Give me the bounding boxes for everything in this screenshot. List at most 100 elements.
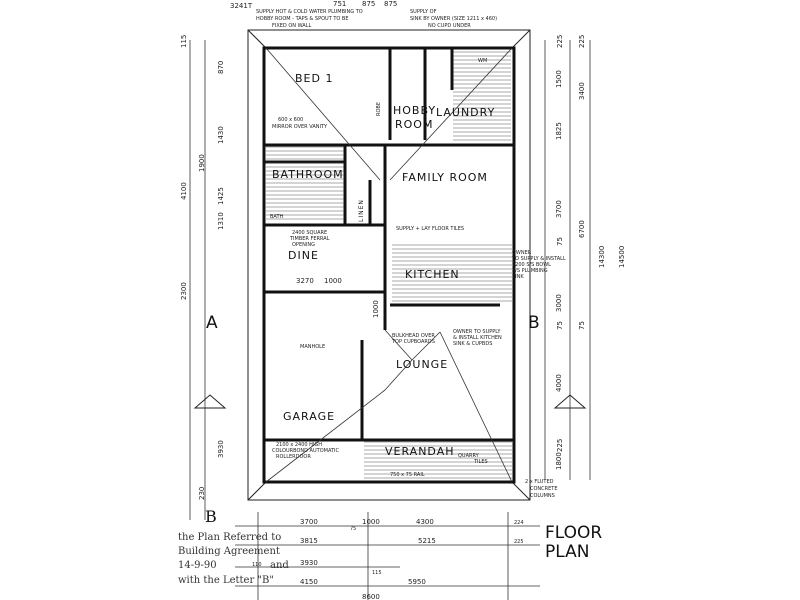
dim-right: 3000 xyxy=(555,294,563,312)
room-robe: ROBE xyxy=(376,102,382,116)
title-plan: PLAN xyxy=(545,542,589,562)
dim-right-small: 225 xyxy=(578,35,586,48)
dim-left: 870 xyxy=(217,61,225,74)
note-hobby-supply: FIXED ON WALL xyxy=(272,23,312,29)
note-sink-supply: SUPPLY OF xyxy=(410,9,437,15)
dim-dine-width: 3270 xyxy=(296,277,314,285)
dim-right-small: 225 xyxy=(556,35,564,48)
dimension-labels: 3241T 751 875 875 1500 3400 1825 3700 30… xyxy=(180,0,626,600)
dim-bottom: 4150 xyxy=(300,578,318,586)
note-opening: 2400 SQUARE xyxy=(292,230,327,236)
note-owner-kitchen: & INSTALL KITCHEN xyxy=(453,335,502,341)
dim-left: 1310 xyxy=(217,212,225,230)
note-rollerdoor: ROLLERDOOR xyxy=(276,454,311,460)
dim-right: 1500 xyxy=(555,70,563,88)
agreement-line: the Plan Referred to xyxy=(178,532,281,543)
dim-bottom: 5950 xyxy=(408,578,426,586)
dim-top: 751 xyxy=(333,0,346,8)
note-columns: 2 x FLUTED xyxy=(525,479,554,485)
dim-left: 2300 xyxy=(180,282,188,300)
dim-right: 4000 xyxy=(555,374,563,392)
dim-hall-small: 1000 xyxy=(372,300,380,318)
dim-left: 115 xyxy=(180,35,188,48)
dimension-lines xyxy=(189,40,591,600)
dim-bottom: 1000 xyxy=(362,518,380,526)
dim-bottom: 3930 xyxy=(300,559,318,567)
dim-bottom: 3700 xyxy=(300,518,318,526)
room-verandah: VERANDAH xyxy=(385,445,455,458)
dim-small: 115 xyxy=(372,570,382,576)
roof-ridge-lines xyxy=(265,47,513,483)
dim-right: 6700 xyxy=(578,220,586,238)
dim-top: 875 xyxy=(384,0,397,8)
dim-bottom: 3815 xyxy=(300,537,318,545)
dim-left: 4100 xyxy=(180,182,188,200)
internal-walls xyxy=(265,48,513,442)
dim-right: 1800 xyxy=(555,452,563,470)
dim-right-small: 75 xyxy=(556,321,564,330)
dim-bottom: 4300 xyxy=(416,518,434,526)
note-opening: TIMBER FERRAL xyxy=(289,236,330,242)
letter-b-mark: B xyxy=(205,507,217,526)
room-bed-1: BED 1 xyxy=(295,72,333,85)
dim-right-small: 75 xyxy=(578,321,586,330)
note-rollerdoor: COLOURBOND AUTOMATIC xyxy=(272,448,340,454)
dim-small: 75 xyxy=(350,526,356,532)
note-sink-supply: NO CUPD UNDER xyxy=(428,23,471,29)
dim-left: 1900 xyxy=(198,154,206,172)
room-bathroom: BATHROOM xyxy=(272,168,344,181)
note-owner-kitchen: OWNER TO SUPPLY xyxy=(453,329,501,335)
note-columns: COLUMNS xyxy=(530,493,555,499)
note-hobby-supply: HOBBY ROOM - TAPS & SPOUT TO BE xyxy=(256,16,349,22)
section-label-b: B xyxy=(528,313,540,333)
dim-small: 224 xyxy=(514,520,524,526)
room-hobby-line1: HOBBY xyxy=(393,104,436,117)
room-linen: LINEN xyxy=(358,199,365,222)
note-bulkhead: BULKHEAD OVER xyxy=(392,333,435,339)
dim-right: 3400 xyxy=(578,82,586,100)
title-floor: FLOOR xyxy=(545,523,602,543)
note-owner-install: S/S PLUMBING xyxy=(512,268,548,274)
dim-dine-small: 1000 xyxy=(324,277,342,285)
room-bath: BATH xyxy=(270,214,284,220)
note-tiles: SUPPLY + LAY FLOOR TILES xyxy=(396,226,464,232)
note-sink-supply: SINK BY OWNER (SIZE 1211 x 460) xyxy=(410,16,497,22)
agreement-line: 14-9-90 xyxy=(178,560,217,571)
room-garage: GARAGE xyxy=(283,410,335,423)
dim-bottom: 5215 xyxy=(418,537,436,545)
note-manhole: MANHOLE xyxy=(300,344,325,350)
room-kitchen: KITCHEN xyxy=(405,268,460,281)
room-hobby-line2: ROOM xyxy=(395,118,433,131)
section-marker-b xyxy=(553,394,587,409)
dim-top: 3241T xyxy=(230,2,253,10)
tile-hatching xyxy=(266,51,512,479)
room-family: FAMILY ROOM xyxy=(402,171,488,184)
note-owner-install: 1200 S/S BOWL xyxy=(512,262,551,268)
note-owner-install: SINK xyxy=(512,274,524,280)
agreement-line: with the Letter "B" xyxy=(178,575,274,586)
note-rail: 750 x 75 RAIL xyxy=(390,472,425,478)
room-wm: WM xyxy=(478,58,487,64)
room-laundry: LAUNDRY xyxy=(436,106,495,119)
dim-left: 1425 xyxy=(217,187,225,205)
note-rollerdoor: 2100 x 2400 HIGH xyxy=(276,442,322,448)
agreement-line: and xyxy=(270,560,289,571)
note-quarry: TILES xyxy=(473,459,488,465)
dim-left: 230 xyxy=(198,487,206,500)
note-hobby-supply: SUPPLY HOT & COLD WATER PLUMBING TO xyxy=(256,9,363,15)
note-owner-install: OWNER xyxy=(512,250,532,256)
note-opening: OPENING xyxy=(292,242,315,248)
dim-left: 3930 xyxy=(217,440,225,458)
room-lounge: LOUNGE xyxy=(396,358,448,371)
notes: SUPPLY HOT & COLD WATER PLUMBING TO HOBB… xyxy=(256,9,566,499)
note-owner-install: TO SUPPLY & INSTALL xyxy=(511,256,566,262)
dim-right-small: 75 xyxy=(556,237,564,246)
note-mirror: MIRROR OVER VANITY xyxy=(272,124,328,130)
dim-bottom-total: 8600 xyxy=(362,593,380,600)
dim-left: 1430 xyxy=(217,126,225,144)
agreement-line: Building Agreement xyxy=(178,546,280,557)
note-owner-kitchen: SINK & CUPBDS xyxy=(453,341,492,347)
room-dine: DINE xyxy=(288,249,319,262)
dim-small: 110 xyxy=(252,562,262,568)
